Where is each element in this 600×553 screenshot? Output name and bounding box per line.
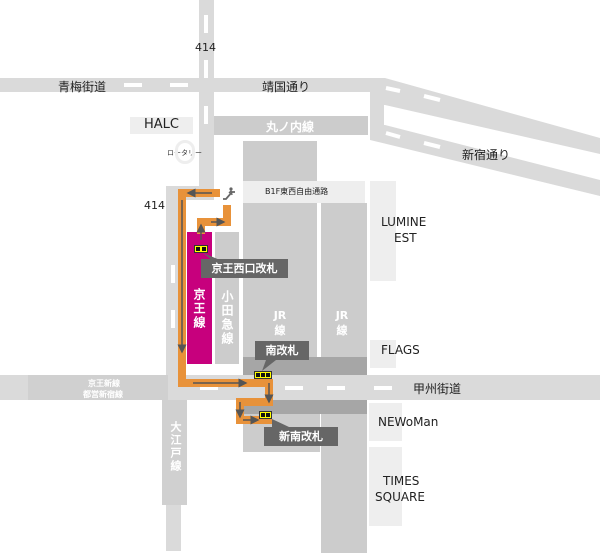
label-keio-new-line: 京王新線 [88,379,120,388]
route-segment [236,398,273,406]
road-dash [171,265,175,283]
b1f-passage [243,181,365,203]
road-414-north [199,0,214,190]
label-times-square-2: SQUARE [375,490,425,504]
label-flags: FLAGS [381,343,420,357]
label-times-square-1: TIMES [383,474,420,488]
rotary-shape [175,140,195,164]
road-dash [204,106,208,124]
south-concourse-south [243,400,367,414]
label-jr-2: JR線 [335,309,349,337]
ticket-gate-icon-south [254,371,272,379]
label-route-414-top: 414 [195,41,216,54]
label-newoman: NEWoMan [378,415,439,429]
label-marunouchi: 丸ノ内線 [266,120,315,134]
label-b1f-passage: B1F東西自由通路 [265,187,329,196]
station-block-north [243,141,317,181]
ticket-gate-icon-new-south [259,411,272,419]
callout-keio-west-gate: 京王西口改札 [201,259,288,278]
line-oedo [162,400,187,505]
road-dash [204,60,208,78]
ticket-gate-icon-keio-west [194,245,208,253]
road-dash [204,15,208,33]
label-toei-shinjuku-line: 都営新宿線 [83,390,123,399]
callout-south-gate: 南改札 [255,341,309,360]
line-marunouchi [214,116,368,135]
building-times-square [369,447,402,526]
label-lumine-est-1: LUMINE [381,215,427,229]
road-dash [200,386,218,390]
road-dash [374,386,392,390]
label-koshu-kaido: 甲州街道 [413,382,462,396]
road-dash [171,310,175,328]
line-jr-1 [243,203,317,363]
callout-new-south-gate: 新南改札 [264,427,338,446]
label-oume-kaido: 青梅街道 [58,80,107,94]
label-shinjuku-dori: 新宿通り [462,148,511,162]
building-newoman [369,403,402,441]
building-lumine-est [370,181,396,281]
building-flags [370,340,396,368]
route-segment [223,205,231,226]
label-rotary: ロータリー [167,149,202,157]
road-dash [124,83,142,87]
road-dash [285,386,303,390]
label-odakyu-line: 小田急線 [220,290,234,346]
label-jr-1: JR線 [273,309,287,337]
label-route-414-mid: 414 [144,199,165,212]
label-halc: HALC [144,117,179,132]
road-dash [327,386,345,390]
line-keio [187,232,212,364]
building-halc [130,117,193,134]
line-odakyu [215,232,239,364]
road-oume-yasukuni [0,78,385,92]
label-lumine-est-2: EST [394,231,417,245]
line-jr-2 [321,203,367,363]
road-dash [170,83,188,87]
line-keio-new-toei-shinjuku [28,375,168,400]
label-keio-line: 京王線 [192,288,206,330]
label-oedo-line: 大江戸線 [169,421,182,473]
label-yasukuni-dori: 靖国通り [262,80,311,94]
